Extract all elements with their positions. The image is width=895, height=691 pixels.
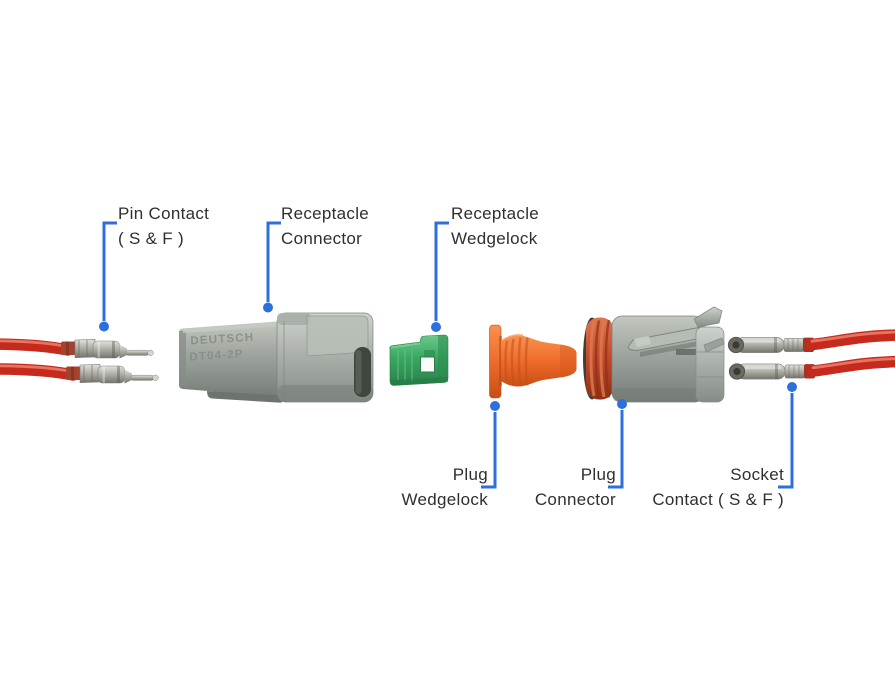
leader-dot-receptacle-connector xyxy=(263,302,273,313)
wedgelock-hole xyxy=(420,356,435,373)
leader-lines xyxy=(99,221,797,489)
leader-dot-socket-contact xyxy=(787,382,797,392)
receptacle-wedgelock xyxy=(389,334,449,386)
label-line: Pin Contact xyxy=(118,204,210,223)
label-line: Receptacle xyxy=(281,204,370,223)
barrel-shine xyxy=(97,341,100,358)
label-line: Contact ( S & F ) xyxy=(652,490,784,509)
wire xyxy=(806,329,895,351)
receptacle-connector: DEUTSCH DT04-2P xyxy=(179,312,374,403)
plug-rear-cap xyxy=(695,326,725,403)
crimp-ridges xyxy=(787,339,799,351)
label-line: Plug xyxy=(452,465,488,484)
socket-contact-assembly-lower xyxy=(729,359,895,380)
label-pin-contact: Pin Contact ( S & F ) xyxy=(118,201,209,251)
leader-line-socket-contact xyxy=(778,393,794,489)
label-receptacle-wedgelock: Receptacle Wedgelock xyxy=(451,201,539,251)
latch-shadow xyxy=(640,340,704,357)
plug-top-tab xyxy=(693,306,723,328)
wire-highlight xyxy=(0,339,66,348)
pin-contact-assembly xyxy=(0,338,154,359)
contact-pin xyxy=(125,349,150,356)
orange-ribs xyxy=(504,337,529,386)
barrel-ring xyxy=(774,337,777,353)
orange-end-shade xyxy=(560,344,577,378)
pin-contact-assembly-lower xyxy=(0,364,158,383)
wire-crimp xyxy=(783,338,805,352)
receptacle-top-highlight xyxy=(183,321,284,333)
seal-rib-grooves xyxy=(594,319,611,398)
green-right-shade xyxy=(438,335,448,383)
green-top-highlight xyxy=(390,342,421,349)
label-plug-wedgelock: Plug Wedgelock xyxy=(402,462,489,512)
cavity-inner xyxy=(355,350,362,394)
receptacle-marking: DEUTSCH DT04-2P xyxy=(189,332,255,364)
shroud-latch-plate xyxy=(306,315,369,357)
label-line: Receptacle xyxy=(451,204,540,223)
leader-line-plug-connector xyxy=(608,410,624,489)
label-line: Wedgelock xyxy=(451,229,538,248)
plug-connector xyxy=(583,306,725,403)
wire-highlight xyxy=(810,330,895,343)
green-ribs xyxy=(397,348,413,381)
leader-line-plug-wedgelock xyxy=(481,412,497,489)
leader-dot-plug-connector xyxy=(617,399,627,409)
leader-dot-pin-contact xyxy=(99,321,109,332)
green-bottom-shade xyxy=(390,377,448,386)
label-line: Plug xyxy=(580,465,616,484)
seal-rib-highlights xyxy=(589,319,606,398)
leader-dot-plug-wedgelock xyxy=(490,401,500,411)
plug-mid-tab xyxy=(703,337,725,353)
contact-shoulder xyxy=(119,344,127,359)
latch-tab xyxy=(634,336,651,347)
plug-bottom-shade xyxy=(612,388,704,402)
leader-dot-receptacle-wedgelock xyxy=(431,322,441,332)
leader-line-receptacle-wedgelock xyxy=(434,221,449,321)
rear-cap-notches xyxy=(697,351,723,378)
plug-wedgelock xyxy=(489,324,577,399)
crimp-ridges xyxy=(78,340,88,357)
barrel-shine xyxy=(744,340,780,343)
socket-contact-assembly xyxy=(727,329,895,354)
marking-part-number: DT04-2P xyxy=(189,348,244,363)
shroud-bottom-shade xyxy=(277,385,373,402)
marking-brand: DEUTSCH xyxy=(190,332,255,348)
crimp-shadow xyxy=(66,341,69,355)
contact-barrel xyxy=(92,340,120,359)
wire-crimp xyxy=(74,338,96,359)
leader-line-receptacle-connector xyxy=(266,221,281,302)
barrel-ring xyxy=(112,341,115,358)
label-line: Connector xyxy=(534,490,616,509)
shroud-top-step xyxy=(277,313,311,325)
label-receptacle-connector: Receptacle Connector xyxy=(281,201,369,251)
label-plug-connector: Plug Connector xyxy=(535,462,616,512)
green-notch xyxy=(424,350,435,357)
receptacle-rear-body xyxy=(179,321,284,397)
label-socket-contact: Socket Contact ( S & F ) xyxy=(652,462,784,512)
label-line: Wedgelock xyxy=(401,490,488,509)
orange-top-highlight xyxy=(502,334,524,341)
pin-tip xyxy=(147,349,154,356)
leader-line-pin-contact xyxy=(102,221,117,321)
plug-slot xyxy=(676,349,704,355)
flange-shadow xyxy=(499,336,502,386)
label-line: ( S & F ) xyxy=(118,229,184,248)
label-line: Socket xyxy=(730,465,784,484)
label-line: Connector xyxy=(281,229,363,248)
receptacle-left-face xyxy=(179,331,186,386)
receptacle-bottom-tab xyxy=(207,391,283,403)
socket-opening xyxy=(732,341,740,349)
